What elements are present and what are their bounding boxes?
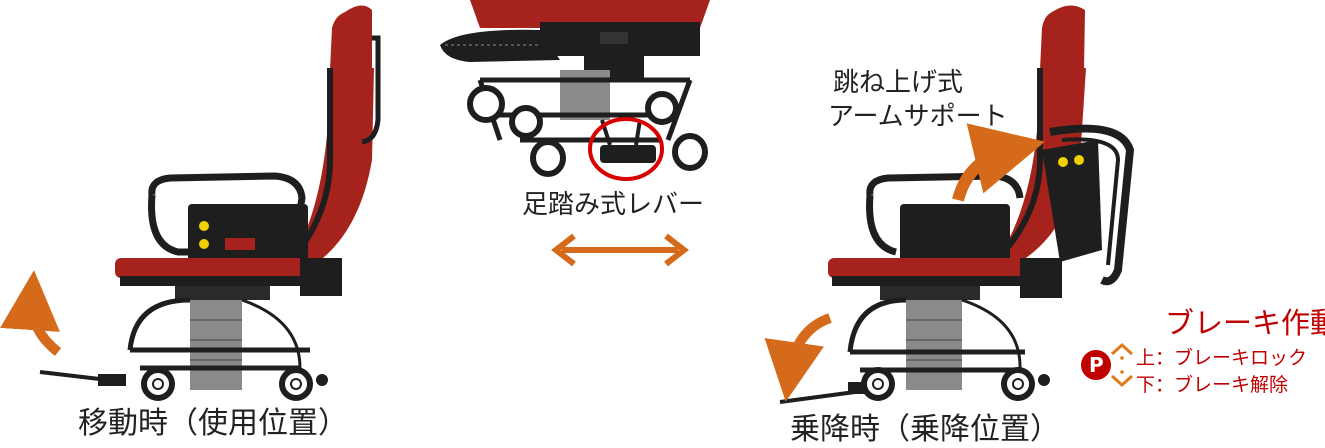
chevron-down-icon <box>1110 370 1134 388</box>
armrest-label-line2: アームサポート <box>828 102 1008 132</box>
armrest-flip-arrow <box>952 123 1046 202</box>
armrest-label: 跳ね上げ式 アームサポート <box>828 66 1008 134</box>
armrest-label-line1: 跳ね上げ式 <box>832 68 963 98</box>
lever-highlight-circle <box>588 117 664 181</box>
lever-slide-arrow <box>551 233 689 267</box>
foot-lever-closeup <box>440 0 710 177</box>
chair-boarding-position <box>779 5 1135 404</box>
caption-boarding: 乗降時（乗降位置） <box>790 412 1060 447</box>
lever-lower-arrow <box>764 313 832 402</box>
brake-title: ブレーキ作動 <box>1165 306 1325 340</box>
parking-brake-icon <box>1081 350 1111 380</box>
caption-in-use: 移動時（使用位置） <box>78 406 348 441</box>
brake-release-text: 下：ブレーキ解除 <box>1136 374 1289 396</box>
lever-raise-arrow <box>0 270 62 356</box>
parking-brake-letter: P <box>1089 353 1104 377</box>
foot-lever-label: 足踏み式レバー <box>522 190 705 220</box>
brake-lock-text: 上：ブレーキロック <box>1136 347 1308 369</box>
chevron-up-icon <box>1110 342 1134 360</box>
chair-in-use-position <box>39 5 381 401</box>
